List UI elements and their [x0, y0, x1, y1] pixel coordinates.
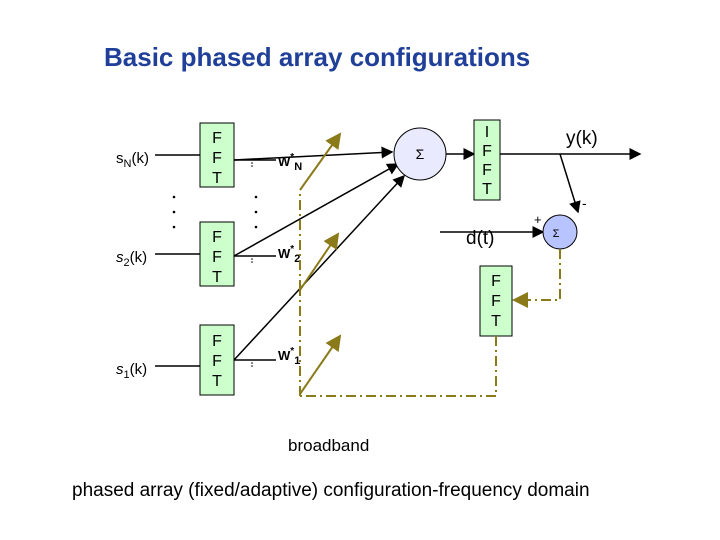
- weight-adjust-arrow-1: [299, 334, 342, 395]
- page-title: Basic phased array configurations: [104, 42, 531, 72]
- bus-n: [234, 159, 276, 167]
- svg-text:F: F: [491, 273, 501, 290]
- fft-block-2: F F T: [199, 221, 235, 287]
- weight-adjust-arrow-2: [299, 232, 340, 291]
- arrow-to-sum-n: [233, 146, 394, 161]
- ifft-block: I F F T: [473, 119, 501, 201]
- weight-label-1: W*1: [278, 346, 300, 367]
- svg-text:I: I: [485, 124, 489, 141]
- svg-text:F: F: [491, 293, 501, 310]
- feedback-fft-block: F F T: [479, 265, 513, 337]
- input-ellipsis: [172, 195, 176, 229]
- svg-text:F: F: [212, 150, 222, 167]
- svg-text:T: T: [491, 313, 501, 330]
- signal-label-1: s1(k): [116, 361, 147, 381]
- branch-ellipsis: [254, 195, 258, 229]
- bus-2: [234, 255, 276, 263]
- arrow-to-error-sum: [559, 153, 581, 214]
- desired-label: d(t): [466, 228, 495, 249]
- minus-sign: -: [582, 195, 587, 211]
- svg-text:F: F: [212, 130, 222, 147]
- svg-text:Σ: Σ: [553, 228, 560, 240]
- weight-label-2: W*2: [278, 244, 300, 265]
- svg-text:F: F: [212, 333, 222, 350]
- weight-label-n: W*N: [278, 152, 302, 173]
- svg-text:T: T: [482, 181, 492, 198]
- svg-text:F: F: [212, 353, 222, 370]
- signal-label-n: sN(k): [116, 150, 149, 170]
- svg-text:F: F: [212, 249, 222, 266]
- sum-node: Σ: [393, 127, 447, 181]
- svg-text:Σ: Σ: [416, 146, 425, 162]
- caption-frequency-domain: phased array (fixed/adaptive) configurat…: [72, 480, 590, 501]
- error-sum-node: Σ: [542, 214, 578, 250]
- svg-text:T: T: [212, 170, 222, 187]
- svg-text:T: T: [212, 373, 222, 390]
- weight-adjust-arrow-n: [299, 132, 342, 191]
- svg-text:T: T: [212, 269, 222, 286]
- plus-sign: +: [534, 212, 542, 227]
- fft-block-n: F F T: [199, 122, 235, 188]
- fft-block-1: F F T: [199, 324, 235, 396]
- arrow-to-sum-2: [233, 163, 400, 257]
- arrow-to-sum-1: [233, 174, 406, 361]
- feedback-path-return: [300, 336, 497, 397]
- svg-text:F: F: [482, 143, 492, 160]
- svg-text:F: F: [482, 162, 492, 179]
- svg-text:F: F: [212, 229, 222, 246]
- caption-broadband: broadband: [288, 436, 370, 455]
- feedback-path-to-fft: [512, 249, 561, 308]
- output-label: y(k): [566, 128, 598, 149]
- bus-1: [234, 359, 276, 367]
- signal-label-2: s2(k): [116, 249, 147, 269]
